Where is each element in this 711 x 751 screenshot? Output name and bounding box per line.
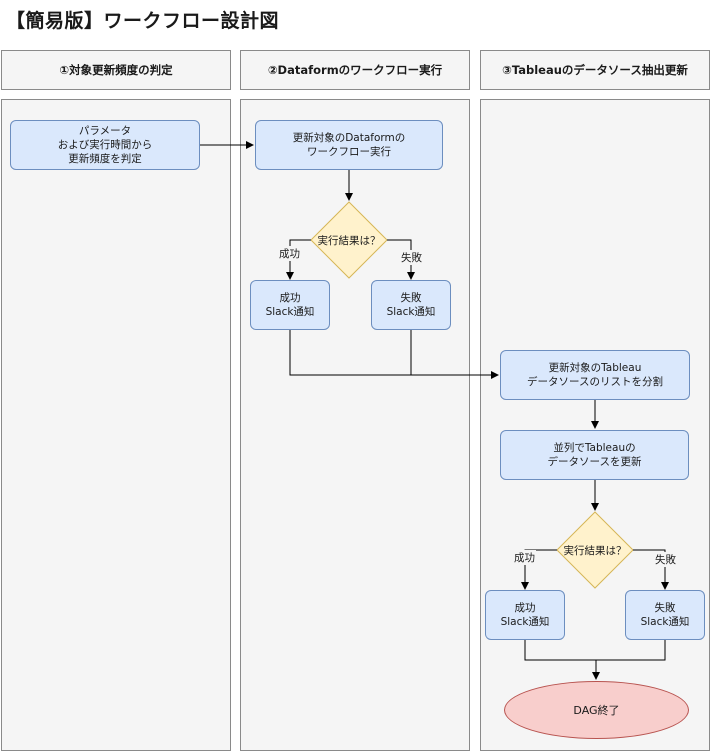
edge-tbdecision-to-fail [633,549,669,590]
node-tableau-fail-notify: 失敗 Slack通知 [625,590,705,640]
node-tableau-success-notify: 成功 Slack通知 [485,590,565,640]
edge-label-df-fail: 失敗 [400,250,423,265]
lane-header-dataform: ②Dataformのワークフロー実行 [240,50,470,90]
edge-dfdecision-to-success [286,239,311,280]
tb-decision-label: 実行結果は？ [563,544,627,557]
node-dag-end: DAG終了 [504,681,689,739]
node-dataform-success-notify: 成功 Slack通知 [250,280,330,330]
lane-header-tableau: ③Tableauのデータソース抽出更新 [480,50,710,90]
node-dataform-fail-notify: 失敗 Slack通知 [371,280,451,330]
edge-label-tb-success: 成功 [513,550,536,565]
node-frequency-judgement: パラメータ および実行時間から 更新頻度を判定 [10,120,200,170]
lane-frequency [1,99,231,751]
df-decision-diamond [310,201,388,279]
node-dataform-run: 更新対象のDataformの ワークフロー実行 [255,120,443,170]
edge-label-tb-fail: 失敗 [654,552,677,567]
tb-decision-diamond [556,511,634,589]
edge-dfdecision-to-fail [387,239,415,280]
df-decision-label: 実行結果は？ [317,234,381,247]
edge-label-df-success: 成功 [278,246,301,261]
page-title: 【簡易版】ワークフロー設計図 [6,10,280,32]
edge-tbsuccess-to-end [524,640,666,661]
lane-header-frequency: ①対象更新頻度の判定 [1,50,231,90]
edge-dfsuccess-to-tbsplit [289,330,499,379]
node-tableau-split-list: 更新対象のTableau データソースのリストを分割 [500,350,690,400]
node-tableau-parallel-update: 並列でTableauの データソースを更新 [500,430,689,480]
